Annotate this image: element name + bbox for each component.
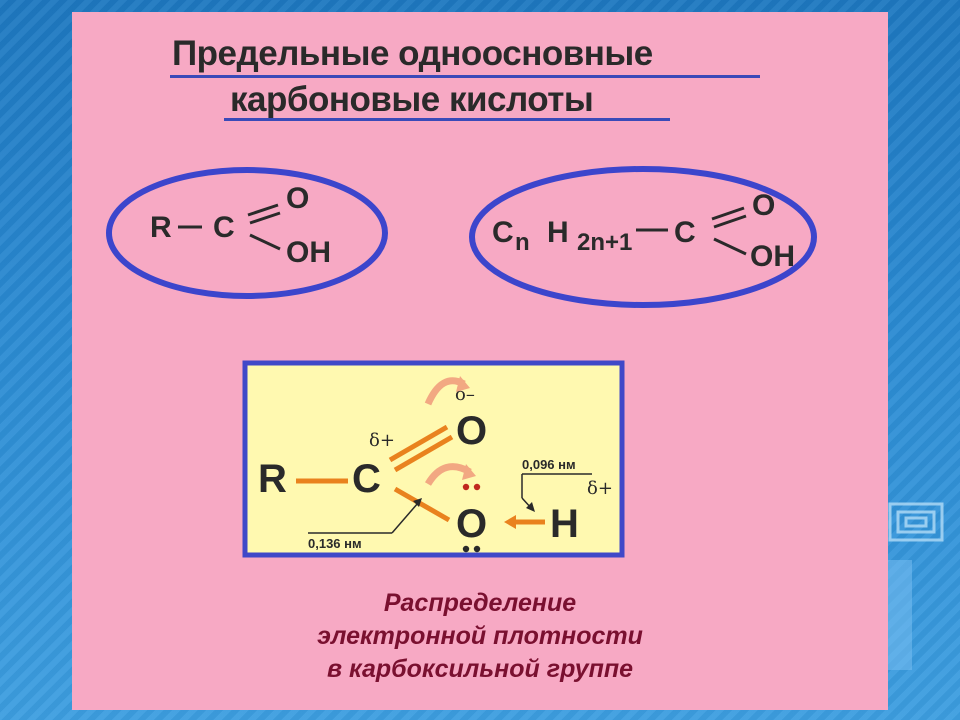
- diagram-c-atom: C: [352, 457, 381, 501]
- diagram-co-leader-diagonal: [391, 502, 419, 534]
- diagram-h-atom: H: [550, 502, 579, 546]
- title-underline-2: [224, 118, 670, 121]
- caption-line-3: в карбоксильной группе: [326, 655, 634, 683]
- title-line-2: карбоновые кислоты: [230, 80, 594, 119]
- decorative-bar: [888, 560, 912, 670]
- title-line-1: Предельные одноосновные: [172, 34, 653, 73]
- diagram-double-bond-1: [388, 424, 449, 463]
- homolog-2n1-subscript: 2n+1: [577, 229, 632, 256]
- diagram-single-bond: [393, 486, 451, 523]
- general-double-bond-1: [247, 203, 279, 217]
- homolog-carboxyl-c-atom: C: [674, 216, 696, 249]
- diagram-shift-arrowhead-top: [456, 376, 470, 392]
- general-single-bond: [249, 233, 281, 251]
- general-c-atom: C: [213, 211, 235, 244]
- diagram-oh-leader-arrowhead: [526, 502, 535, 512]
- diagram-o-top-atom: O: [456, 409, 487, 453]
- diagram-double-bond-2: [393, 434, 454, 473]
- caption-line-2: электронной плотности: [317, 622, 643, 650]
- title-underline-1: [170, 75, 760, 78]
- lone-pair-dot: [462, 545, 470, 553]
- homolog-o-atom: O: [752, 189, 775, 222]
- general-o-atom: O: [286, 182, 309, 215]
- general-oh-group: OH: [286, 236, 331, 269]
- decorative-maze-icon: [888, 502, 944, 542]
- general-formula: R C O OH: [106, 167, 388, 299]
- general-formula-ellipse: [106, 167, 388, 299]
- diagram-delta-plus-h: δ+: [587, 478, 613, 499]
- homolog-formula-ellipse: [469, 166, 817, 308]
- general-double-bond-2: [249, 211, 281, 225]
- formulas-canvas: R C O OH C n H 2n+1 C O OH R: [106, 166, 817, 558]
- lone-pair-dot: [473, 483, 481, 491]
- diagram-co-leader-arrowhead: [413, 498, 422, 507]
- homolog-oh-group: OH: [750, 240, 795, 273]
- caption-line-1: Распределение: [383, 589, 577, 617]
- slide: Предельные одноосновные карбоновые кисло…: [72, 12, 888, 710]
- homolog-n-subscript: n: [515, 229, 530, 256]
- diagram-o-bottom-atom: O: [456, 502, 487, 546]
- lone-pair-dot: [462, 483, 470, 491]
- homolog-double-bond-2: [713, 214, 747, 229]
- homolog-formula: C n H 2n+1 C O OH: [469, 166, 817, 308]
- lone-pair-dot: [473, 545, 481, 553]
- diagram-caption: Распределение электронной плотности в ка…: [72, 587, 888, 686]
- homolog-single-bond: [713, 237, 747, 256]
- homolog-h-atom: H: [547, 216, 569, 249]
- diagram-oh-length-label: 0,096 нм: [522, 457, 576, 472]
- diagram-r-atom: R: [258, 457, 287, 501]
- diagram-delta-plus-c: δ+: [369, 430, 395, 451]
- diagram-o-h-arrowhead: [504, 515, 516, 529]
- general-r-atom: R: [150, 211, 172, 244]
- diagram-shift-arrowhead-bottom: [462, 464, 476, 480]
- electron-density-diagram: R C δ+ O δ– O H δ+ 0,096 нм: [242, 360, 625, 558]
- homolog-c-atom: C: [492, 216, 514, 249]
- homolog-double-bond-1: [711, 206, 745, 221]
- diagram-co-length-label: 0,136 нм: [308, 536, 362, 551]
